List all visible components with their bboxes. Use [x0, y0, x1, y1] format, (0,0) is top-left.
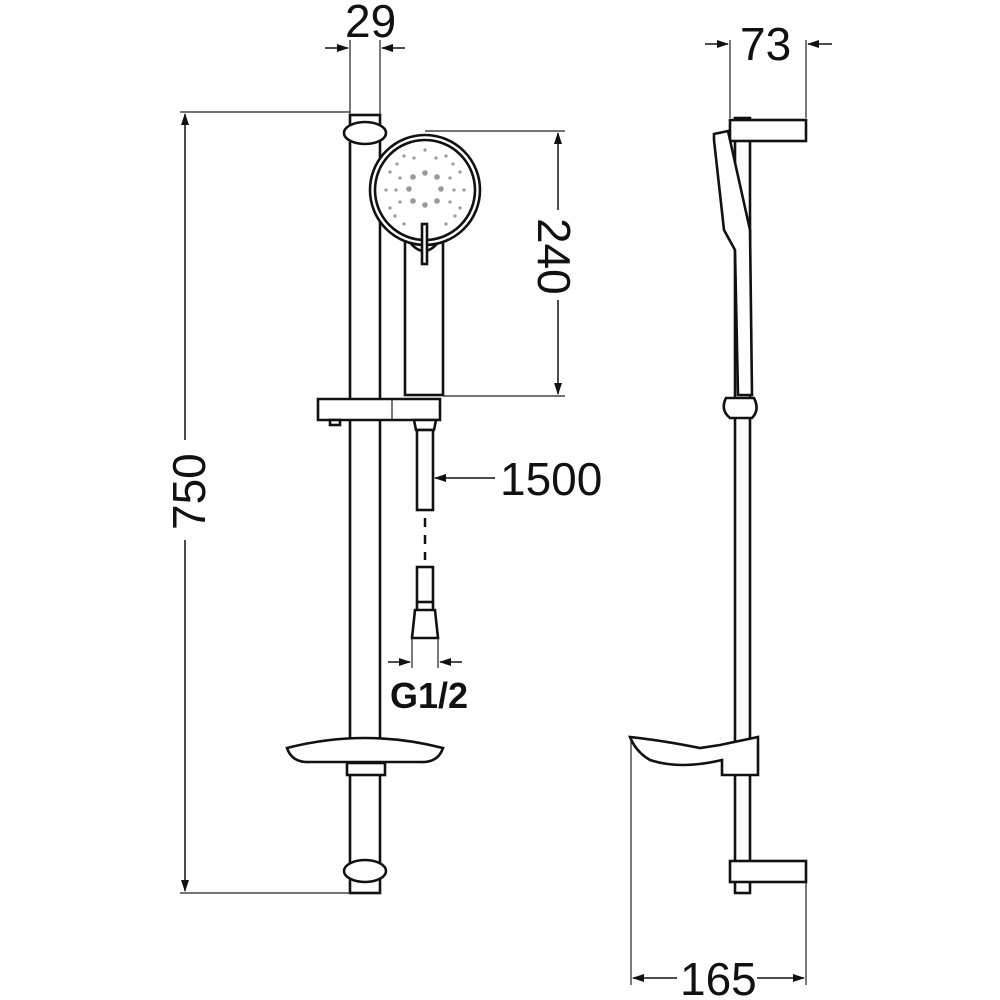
- hand-shower: [368, 133, 482, 397]
- soap-dish: [285, 736, 445, 777]
- dimension-label-240: 240: [528, 218, 580, 295]
- side-view: 73 165: [627, 18, 832, 1000]
- dimension-label-1500: 1500: [500, 453, 602, 505]
- top-wall-bracket: [728, 118, 808, 143]
- side-slider: [722, 396, 758, 420]
- dimension-soap-dish-depth: 165: [630, 737, 807, 1000]
- dimension-rail-width: 29: [325, 0, 405, 115]
- dimension-thread: G1/2: [388, 638, 468, 716]
- spray-nozzles-icon: [384, 148, 466, 226]
- shower-hose: [410, 428, 440, 640]
- dimension-hose-length: 1500: [434, 453, 602, 505]
- dimension-label-g12: G1/2: [390, 675, 468, 716]
- dimension-handshower-length: 240: [425, 130, 580, 397]
- slider-holder: [316, 397, 442, 432]
- dimension-label-29: 29: [345, 0, 396, 47]
- dimension-rail-height: 750: [163, 111, 350, 894]
- dimension-bracket-depth: 73: [705, 18, 832, 118]
- side-soap-dish: [627, 735, 760, 777]
- dimension-label-750: 750: [163, 453, 215, 530]
- dimension-label-73: 73: [740, 18, 791, 70]
- side-hand-shower: [712, 129, 754, 397]
- bottom-wall-bracket: [728, 859, 808, 884]
- dimension-label-165: 165: [680, 953, 757, 1000]
- front-view: 29 750 240 1500 G1/2: [163, 0, 602, 895]
